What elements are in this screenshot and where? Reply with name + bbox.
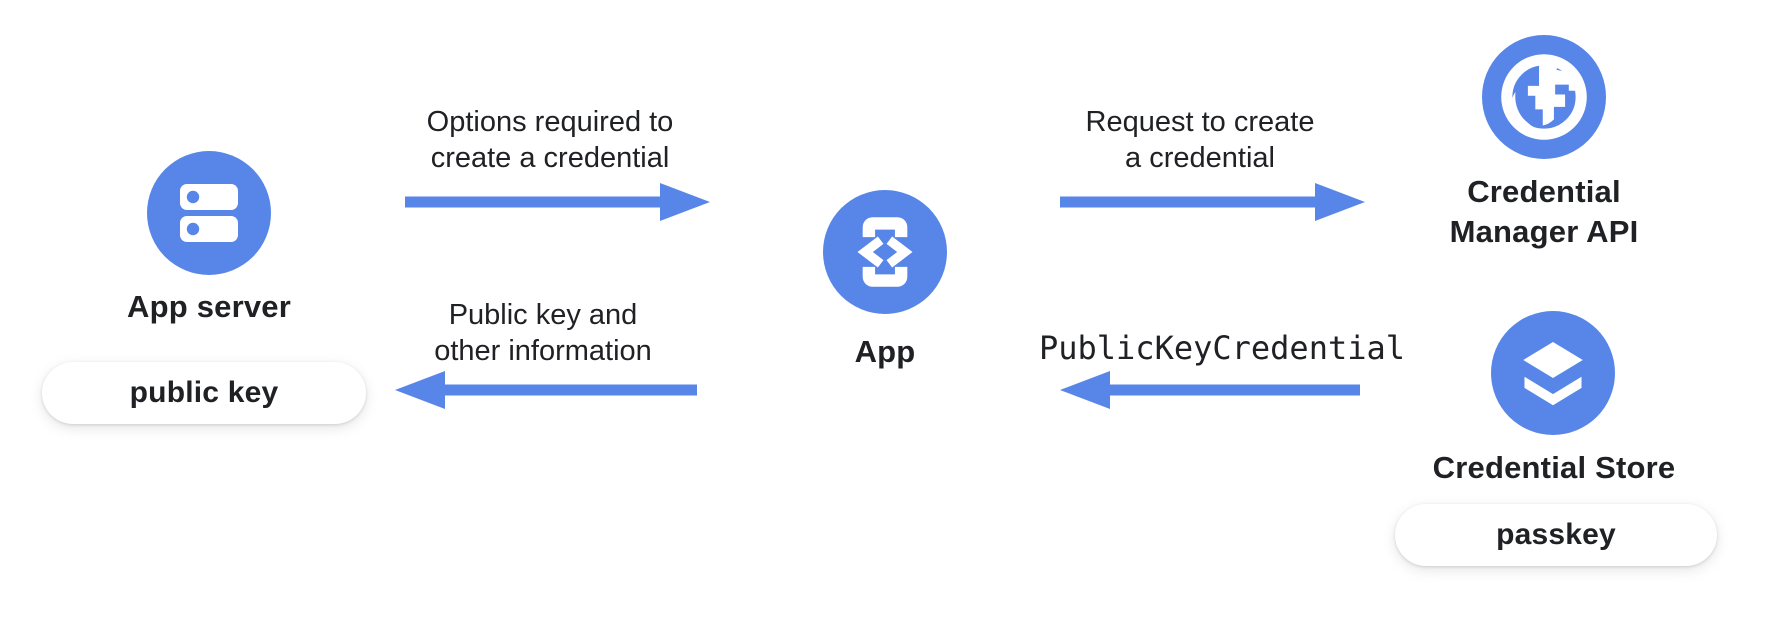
credential-manager-api-node: [1482, 35, 1606, 159]
options-right-arrow-icon: [405, 183, 710, 221]
options-arrow-label-line1: Options required to: [426, 106, 674, 138]
options-arrow-label: Options required to create a credential: [400, 104, 700, 176]
app-node: [823, 190, 947, 314]
request-arrow-label-line1: Request to create: [1085, 106, 1315, 138]
request-arrow-label: Request to create a credential: [1050, 104, 1350, 176]
globe-icon: [1501, 54, 1587, 140]
options-arrow-label-line2: create a credential: [430, 142, 670, 174]
passkey-pill-label: passkey: [1496, 518, 1616, 551]
public-key-return-arrow-label: Public key and other information: [393, 297, 693, 369]
public-key-return-label-line1: Public key and: [448, 299, 638, 331]
app-label: App: [854, 334, 916, 369]
publickeycredential-left-arrow-icon: [1060, 371, 1360, 409]
passkey-pill: passkey: [1395, 504, 1717, 566]
public-key-pill: public key: [42, 362, 366, 424]
public-key-return-label-line2: other information: [434, 335, 652, 367]
credential-manager-api-label: Credential Manager API: [1404, 172, 1684, 252]
publickeycredential-label: PublicKeyCredential: [1038, 329, 1406, 367]
layers-icon: [1523, 342, 1583, 406]
server-icon: [180, 184, 238, 242]
app-server-node: [147, 151, 271, 275]
credential-manager-api-label-line2: Manager API: [1449, 214, 1639, 249]
credential-manager-api-label-line1: Credential: [1467, 174, 1621, 209]
request-arrow-label-line2: a credential: [1125, 142, 1275, 174]
app-server-label: App server: [127, 289, 291, 324]
public-key-pill-label: public key: [129, 376, 279, 409]
credential-store-label: Credential Store: [1432, 450, 1676, 485]
request-right-arrow-icon: [1060, 183, 1365, 221]
phone-code-icon: [857, 217, 913, 287]
public-key-return-left-arrow-icon: [395, 371, 697, 409]
credential-store-node: [1491, 311, 1615, 435]
